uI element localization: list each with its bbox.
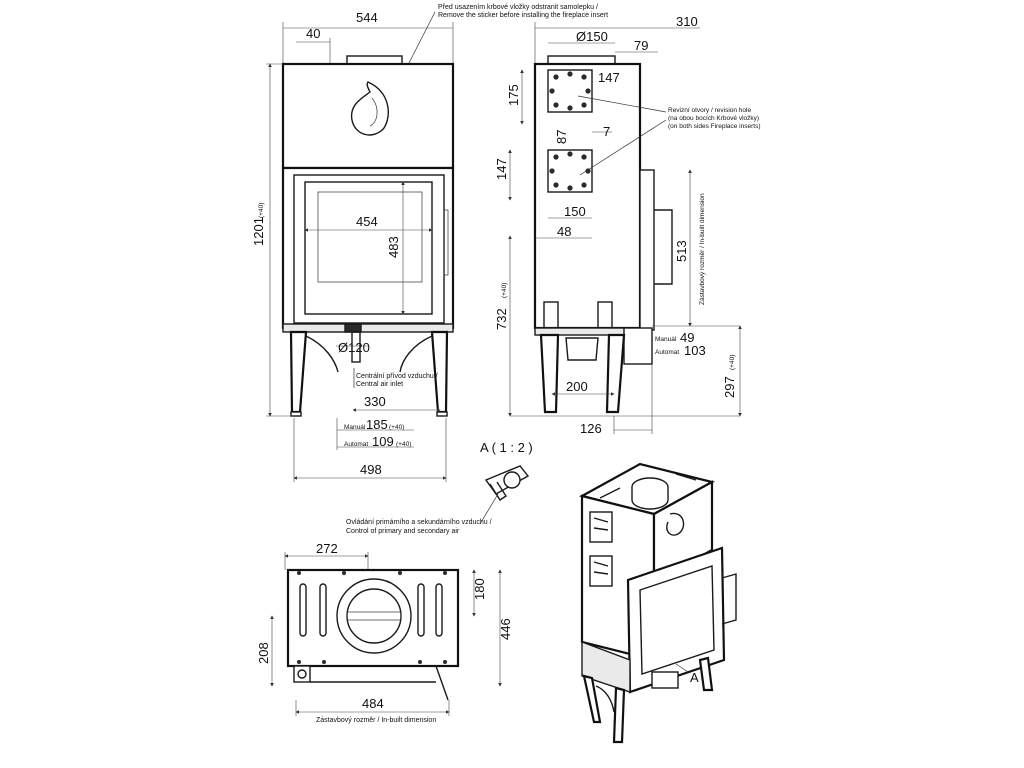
flue-diameter-label: Ø150	[576, 29, 608, 44]
side-manual-value: 49	[680, 330, 694, 345]
side-automat-label: Automat	[655, 349, 679, 356]
revision-sub-cz: (na obou bocích Krbové vložky)	[668, 115, 759, 122]
revision-label: Revizní otvory / revision hole	[668, 107, 751, 114]
flame-sticker-icon	[350, 81, 389, 136]
sticker-note-cz: Před usazením krbové vložky odstranit sa…	[438, 4, 598, 11]
side-view: 310 Ø150 79 147 175 87 7 147 150	[494, 14, 761, 436]
glass-width-label: 454	[356, 214, 378, 229]
front-height-label: 1201	[251, 217, 266, 246]
front-automat-label: Automat	[344, 441, 368, 448]
top-flue-offset-label: 272	[316, 541, 338, 556]
side-height-note: (+40)	[501, 283, 508, 298]
air-label-en: Central air inlet	[356, 381, 403, 388]
front-offset-label: 40	[306, 26, 320, 41]
front-right-leg	[430, 330, 449, 414]
top-view: 272 180 446 208 484 Zástav	[256, 541, 513, 724]
side-height-label: 732	[494, 308, 509, 330]
top-flue-depth-label: 180	[472, 578, 487, 600]
front-height-note: (+40)	[258, 203, 265, 218]
front-glass	[304, 181, 433, 315]
side-depth-label: 310	[676, 14, 698, 29]
side-manual-label: Manuál	[655, 336, 677, 343]
foot-width-label: 200	[566, 379, 588, 394]
iso-detail-marker: A	[690, 670, 699, 685]
base-width-label: 498	[360, 462, 382, 477]
side-automat-value: 103	[684, 343, 706, 358]
front-width-label: 544	[356, 10, 378, 25]
iso-door	[626, 546, 726, 694]
sticker-note-en: Remove the sticker before installing the…	[438, 12, 608, 19]
leg-height-note: (+40)	[729, 355, 736, 370]
top-depth-label: 446	[498, 618, 513, 640]
front-manual-value: 185	[366, 417, 388, 432]
leg-height-label: 297	[722, 376, 737, 398]
front-manual-note: (+40)	[389, 424, 404, 431]
foot-offset-label: 126	[580, 421, 602, 436]
control-label-en: Control of primary and secondary air	[346, 528, 460, 535]
hole-top-label: 175	[506, 84, 521, 106]
hole-size-label: 147	[598, 70, 620, 85]
detail-title: A ( 1 : 2 )	[480, 440, 533, 455]
air-width-label: 330	[364, 394, 386, 409]
door-height-label: 513	[674, 240, 689, 262]
revision-sub-en: (on both sides Fireplace inserts)	[668, 123, 761, 130]
glass-height-label: 483	[386, 236, 401, 258]
hole-width-label: 150	[564, 204, 586, 219]
front-automat-note: (+40)	[396, 441, 411, 448]
top-width-label: 484	[362, 696, 384, 711]
front-manual-label: Manuál	[344, 424, 366, 431]
inbuilt-note: Zástavbový rozměr / In-built dimension	[699, 193, 706, 305]
hole-gap-label: 87	[554, 130, 569, 144]
top-left-depth-label: 208	[256, 642, 271, 664]
control-label-cz: Ovládání primárního a sekundárního vzduc…	[346, 519, 492, 526]
air-label-cz: Centrální přívod vzduchu /	[356, 373, 438, 380]
hole-height-label: 147	[494, 158, 509, 180]
front-left-leg	[289, 330, 308, 414]
front-automat-value: 109	[372, 434, 394, 449]
hole-offset-label: 7	[603, 124, 610, 139]
front-door-frame	[281, 166, 455, 330]
flue-offset-label: 79	[634, 38, 648, 53]
top-inbuilt-note: Zástavbový rozměr / In-built dimension	[316, 717, 436, 724]
hole-left-label: 48	[557, 224, 571, 239]
air-diameter-label: Ø120	[338, 340, 370, 355]
front-body-top	[281, 62, 455, 170]
front-view: 544 40 Před usazením krbové vložky odstr…	[251, 4, 608, 482]
isometric-view: A	[579, 462, 737, 744]
detail-a: A ( 1 : 2 ) Ovládání primárního a sekund…	[346, 440, 533, 535]
